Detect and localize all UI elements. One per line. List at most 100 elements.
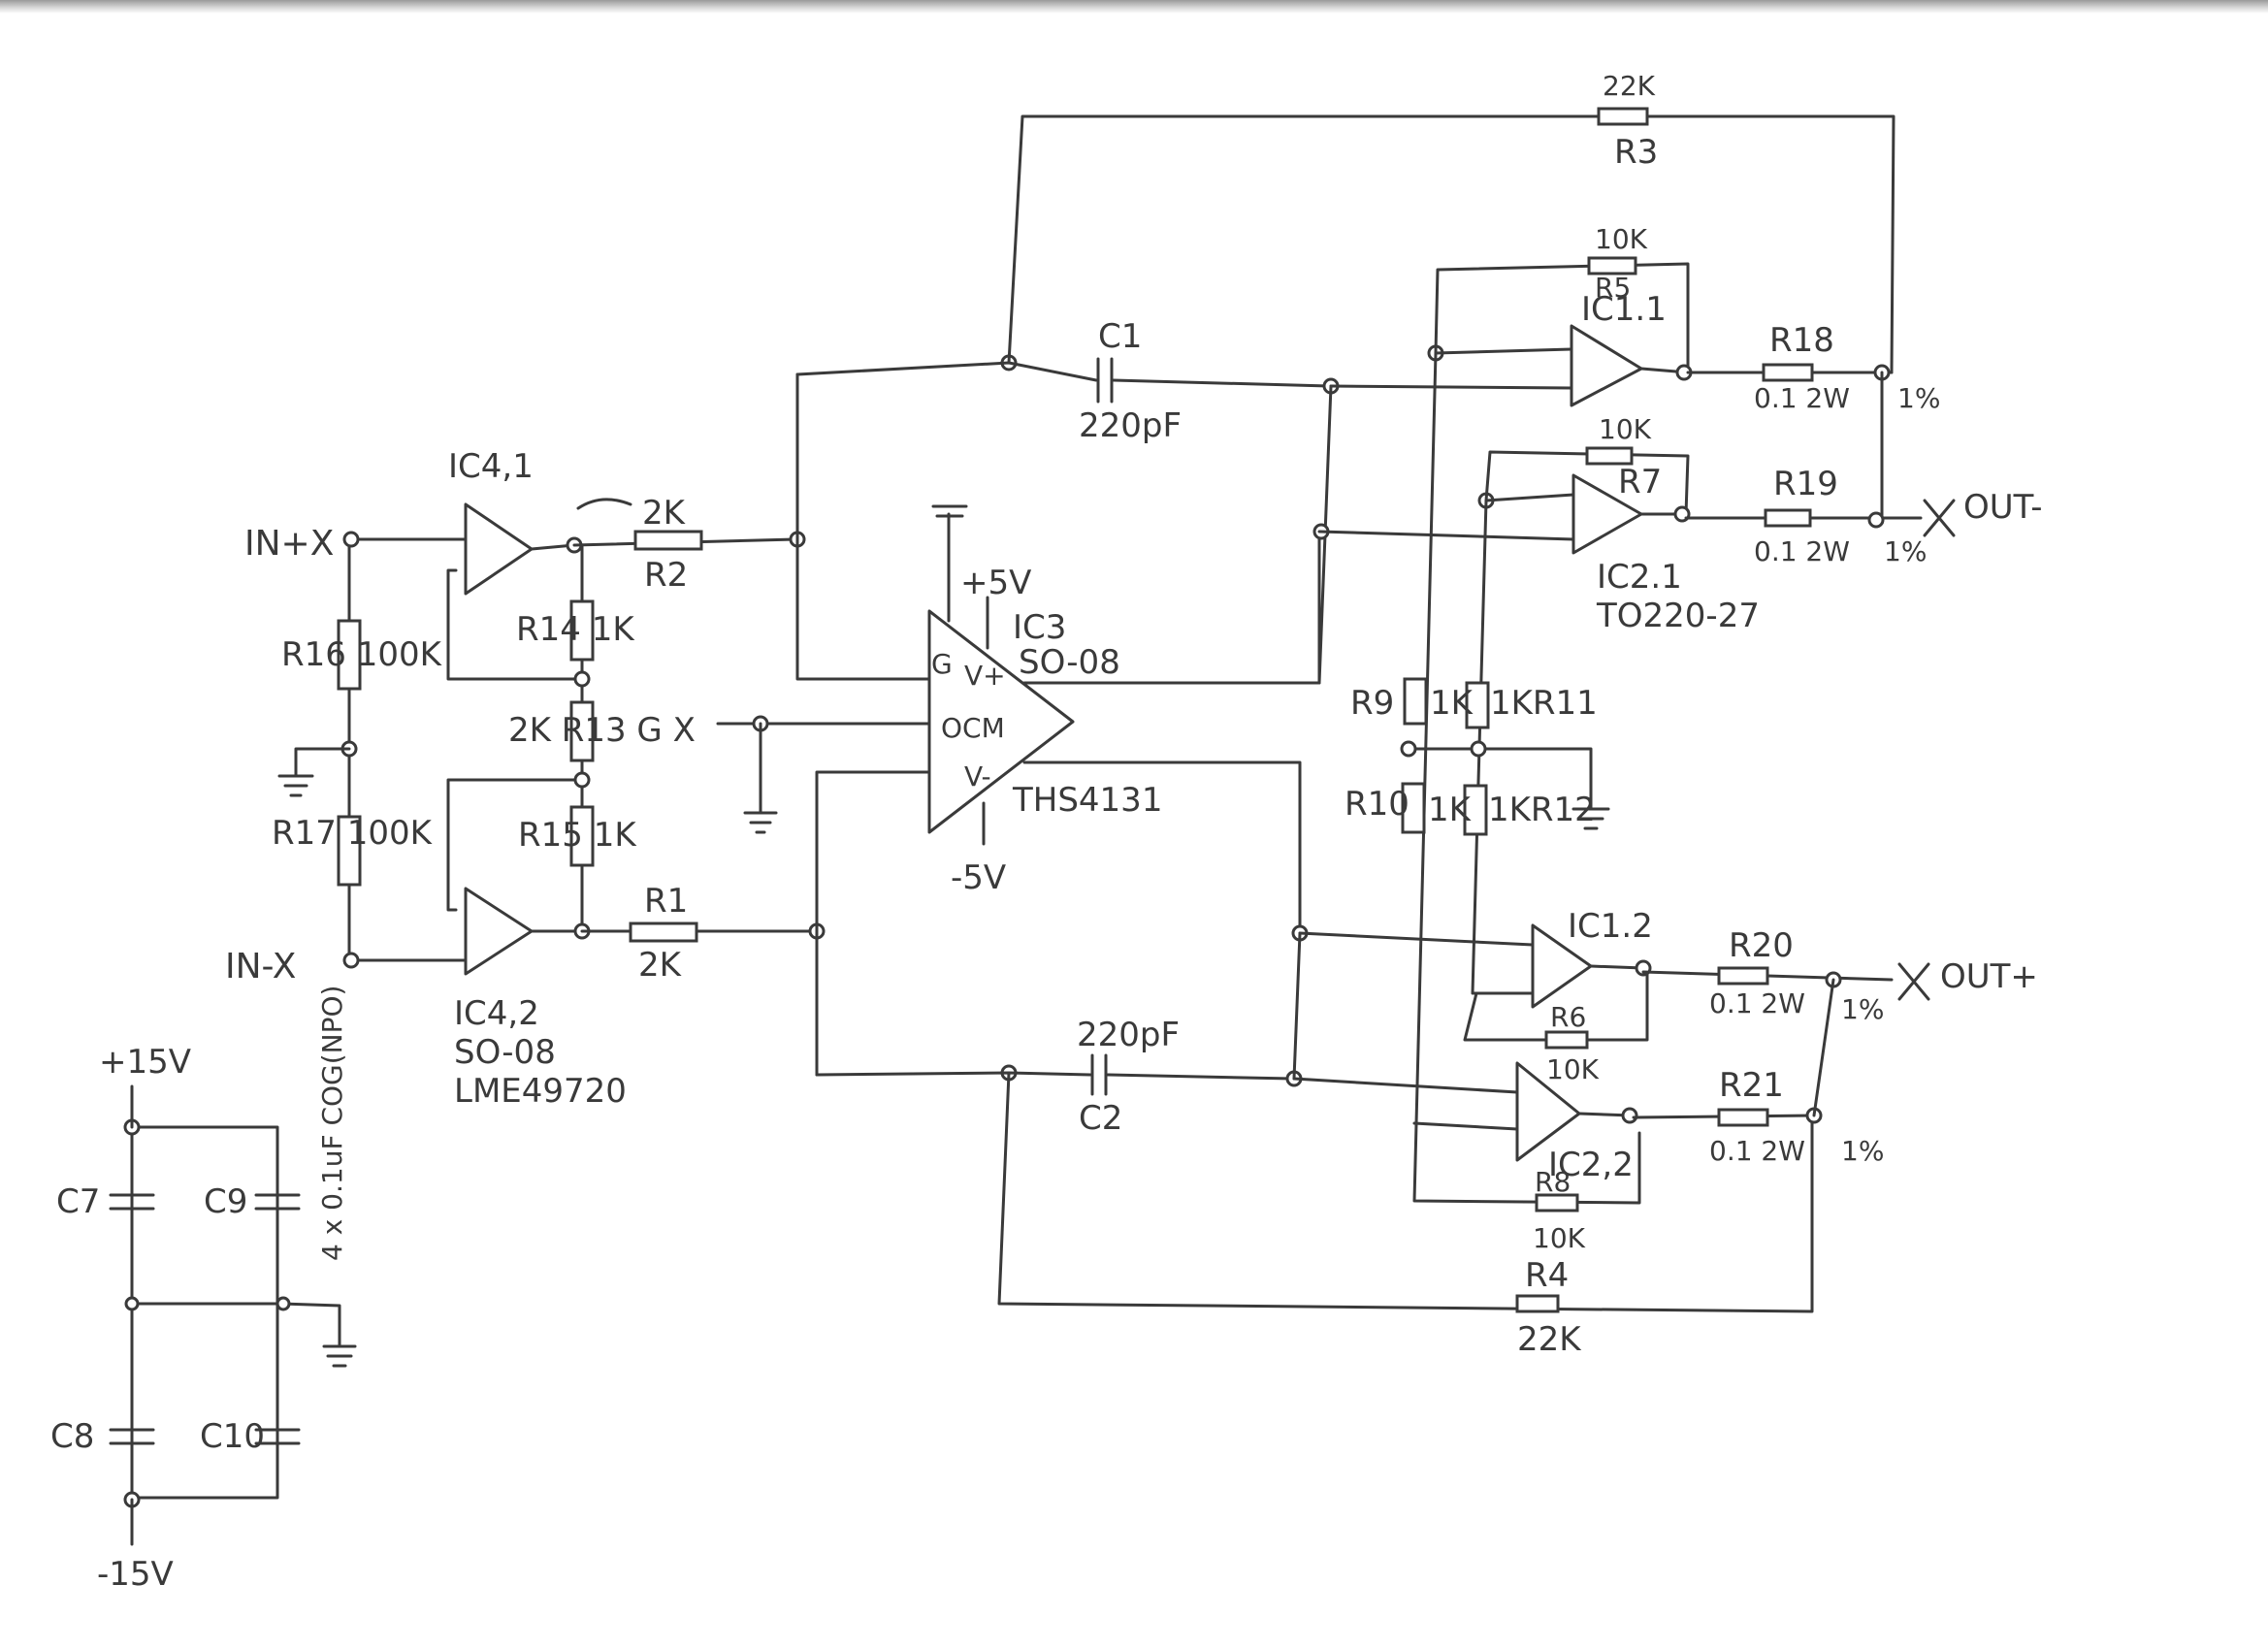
label-r5-ref: R5: [1595, 272, 1631, 304]
label-supply-note: 4 x 0.1uF COG(NPO): [316, 986, 348, 1261]
resistor-r13: [569, 700, 595, 762]
node-r14-bot: [573, 670, 591, 688]
label-ic1-2: IC1.2: [1568, 907, 1653, 946]
label-r3-val: 22K: [1603, 70, 1656, 102]
opamp-ic1-2: [1531, 923, 1593, 1009]
fully-differential-amp: [716, 372, 1321, 1077]
label-r11: 1KR11: [1490, 684, 1598, 723]
label-r2-val: 2K: [642, 494, 687, 533]
resistor-r9: [1403, 677, 1428, 726]
label-r8-val: 10K: [1533, 1222, 1586, 1254]
label-ic3-pin-vocm: OCM: [941, 712, 1005, 744]
opamp-ic4-2: [464, 887, 534, 976]
label-r7-val: 10K: [1599, 413, 1652, 445]
label-r9-ref: R9: [1350, 684, 1394, 723]
label-ic4-package: SO-08: [454, 1033, 556, 1072]
label-c1-ref: C1: [1098, 317, 1142, 356]
node-r9-r10: [1400, 740, 1417, 758]
resistor-r3: [1597, 107, 1649, 126]
label-r17: R17 100K: [272, 814, 434, 853]
label-ic3-part: THS4131: [1012, 781, 1162, 820]
label-c10: C10: [200, 1417, 265, 1456]
opamp-ic3: [927, 609, 1075, 834]
feedback-network: [795, 107, 1895, 1313]
label-ic4-part: LME49720: [454, 1072, 627, 1111]
label-r6-val: 10K: [1546, 1053, 1600, 1085]
label-r21-tol: 1%: [1841, 1135, 1884, 1167]
node-supply-gnd: [124, 1296, 140, 1311]
node-ic2-2-out: [1621, 1107, 1638, 1124]
label-r8-ref: R8: [1535, 1166, 1571, 1198]
resistor-r5: [1587, 256, 1637, 275]
resistor-r16: [337, 619, 362, 691]
output-stage-minus: [1317, 256, 1956, 555]
label-ic2-2: IC2,2: [1548, 1146, 1634, 1184]
node-r11-r12: [1470, 740, 1487, 758]
label-c9: C9: [204, 1182, 247, 1221]
label-r21-val: 0.1 2W: [1709, 1135, 1805, 1167]
label-r4-val: 22K: [1517, 1320, 1582, 1359]
label-r18-val: 0.1 2W: [1754, 382, 1850, 414]
label-r20-ref: R20: [1729, 926, 1794, 965]
resistor-r18: [1762, 363, 1814, 382]
label-r20-val: 0.1 2W: [1709, 987, 1805, 1019]
label-r12: 1KR12: [1488, 791, 1596, 829]
resistor-r19: [1764, 508, 1812, 528]
label-r2-ref: R2: [644, 556, 688, 595]
label-r13: 2K R13 G X: [508, 711, 696, 750]
opamp-ic2-1: [1571, 473, 1643, 555]
node-in-plus: [342, 531, 360, 548]
resistor-r6: [1544, 1030, 1589, 1050]
label-out-plus: OUT+: [1940, 957, 2038, 996]
label-ic3-pin-vminus: V-: [964, 760, 991, 792]
label-ic3-pin-vplus: V+: [964, 660, 1006, 692]
label-in-plus: IN+X: [244, 524, 334, 564]
opamp-ic1-1: [1570, 324, 1643, 407]
label-supply-neg: -15V: [97, 1555, 174, 1594]
label-ic1-1: IC1.1: [1581, 290, 1667, 329]
resistor-r21: [1717, 1108, 1769, 1127]
label-ic3-pin-g: G: [931, 648, 953, 680]
resistor-r14: [569, 599, 595, 662]
label-in-minus: IN-X: [225, 947, 296, 986]
label-r18-ref: R18: [1769, 321, 1834, 360]
divider-network: [1400, 351, 1649, 1205]
opamp-ic2-2: [1515, 1061, 1581, 1162]
node-supply-gnd-b: [275, 1296, 291, 1311]
resistor-r12: [1463, 784, 1488, 836]
node-in-minus: [342, 952, 360, 969]
label-supply-pos: +15V: [99, 1043, 191, 1082]
supply-decoupling: [109, 1084, 357, 1546]
label-r10-ref: R10: [1345, 785, 1409, 824]
node-out-minus: [1867, 511, 1885, 529]
label-r21-ref: R21: [1719, 1066, 1784, 1105]
label-r1-ref: R1: [644, 882, 688, 921]
label-r7-ref: R7: [1618, 463, 1662, 501]
resistor-r8: [1535, 1193, 1579, 1212]
input-stage: [277, 498, 815, 976]
resistor-r1: [629, 922, 698, 943]
label-ic3-package: SO-08: [1019, 643, 1120, 682]
resistor-r7: [1585, 446, 1634, 466]
label-r1-val: 2K: [638, 946, 683, 985]
label-r19-ref: R19: [1773, 465, 1838, 503]
label-ic3-supply-pos: +5V: [960, 564, 1031, 602]
label-ic3-supply-neg: -5V: [951, 858, 1006, 897]
label-r9-val: 1K: [1430, 684, 1474, 723]
scan-edge: [0, 0, 2268, 14]
label-r19-val: 0.1 2W: [1754, 535, 1850, 567]
resistor-r20: [1717, 966, 1769, 986]
label-ic2-package: TO220-27: [1596, 597, 1760, 635]
label-c1-val: 220pF: [1079, 406, 1182, 445]
resistor-r17: [337, 815, 362, 887]
label-r10-val: 1K: [1428, 791, 1473, 829]
label-ic4-2: IC4,2: [454, 994, 539, 1033]
opamp-ic4-1: [464, 502, 534, 596]
label-c2-val: 220pF: [1077, 1016, 1180, 1054]
label-ic4-1: IC4,1: [448, 447, 534, 486]
label-out-minus: OUT-: [1963, 488, 2043, 527]
label-r14: R14 1K: [516, 610, 635, 649]
label-c8: C8: [50, 1417, 94, 1456]
resistor-r11: [1465, 681, 1490, 729]
